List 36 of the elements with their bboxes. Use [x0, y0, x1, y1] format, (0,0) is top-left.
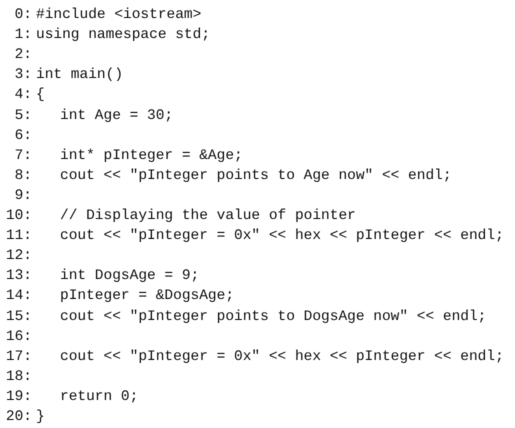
- code-line: pInteger = &DogsAge;: [60, 287, 234, 306]
- line-number: 18:: [4, 368, 32, 386]
- code-line: return 0;: [60, 388, 138, 406]
- line-number: 1:: [14, 26, 32, 44]
- code-line: #include <iostream>: [36, 6, 202, 24]
- line-number: 17:: [4, 348, 32, 366]
- line-number: 20:: [4, 408, 32, 426]
- line-number: 4:: [14, 86, 32, 104]
- code-line: cout << "pInteger points to Age now" << endl;: [60, 166, 452, 185]
- line-number: 19:: [4, 388, 32, 406]
- line-number: 11:: [4, 227, 32, 246]
- line-number: 14:: [4, 287, 32, 306]
- line-number: 10:: [4, 207, 32, 225]
- line-number: 3:: [14, 66, 32, 84]
- code-line: {: [36, 86, 45, 104]
- line-number: 5:: [14, 106, 32, 124]
- code-line: int DogsAge = 9;: [60, 267, 200, 286]
- line-number: 6:: [14, 126, 32, 145]
- line-number: 15:: [4, 308, 32, 326]
- line-number: 8:: [14, 166, 32, 185]
- line-number: 13:: [4, 267, 32, 286]
- code-line: cout << "pInteger = 0x" << hex << pInteger << endl;: [60, 348, 504, 366]
- code-line: cout << "pInteger points to DogsAge now" << endl;: [60, 308, 486, 326]
- code-line: cout << "pInteger = 0x" << hex << pInteger << endl;: [60, 227, 504, 246]
- code-line: using namespace std;: [36, 26, 210, 44]
- code-line: int main(): [36, 66, 124, 84]
- line-number: 0:: [14, 6, 32, 24]
- line-number: 16:: [4, 328, 32, 346]
- line-number: 2:: [14, 46, 32, 64]
- code-line: int Age = 30;: [60, 106, 174, 124]
- line-number: 12:: [4, 247, 32, 266]
- line-number: 9:: [14, 186, 32, 205]
- code-line: }: [36, 408, 45, 426]
- code-line: int* pInteger = &Age;: [60, 146, 243, 165]
- line-number: 7:: [14, 146, 32, 165]
- code-line: // Displaying the value of pointer: [60, 207, 356, 225]
